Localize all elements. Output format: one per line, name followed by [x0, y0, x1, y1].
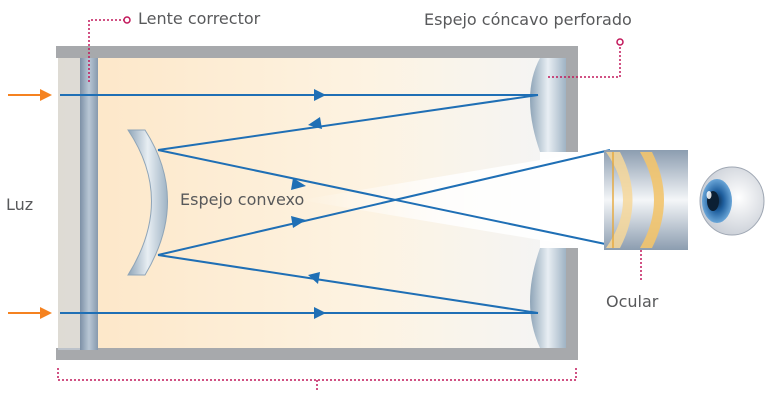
eye-icon: [699, 166, 765, 236]
tube-top-wall: [56, 46, 578, 58]
ray-arrowhead: [308, 272, 320, 284]
label-eyepiece: Ocular: [606, 292, 659, 311]
label-convex-mirror: Espejo convexo: [180, 190, 305, 209]
label-light: Luz: [6, 195, 34, 214]
incoming-arrowhead: [40, 89, 52, 101]
convex-mirror: [127, 129, 168, 276]
callout-tube-length: [57, 368, 577, 381]
label-corrector-lens: Lente corrector: [138, 9, 261, 28]
incoming-light-arrows: [8, 89, 52, 319]
incoming-arrowhead: [40, 307, 52, 319]
ray-bottom-to-eyepiece: [157, 149, 611, 256]
eyepiece-lens-2: [640, 152, 664, 248]
callout-corrector-lens: [88, 19, 124, 82]
concave-mirror-top: [530, 58, 566, 152]
callout-marker: [123, 16, 131, 24]
eyepiece-lens-1: [606, 152, 633, 248]
ray-arrowhead: [308, 117, 322, 129]
ray-top-to-eyepiece: [157, 149, 611, 246]
ray-arrowhead: [291, 216, 306, 228]
concave-mirror-bottom: [530, 248, 566, 348]
ray-top-reflect: [157, 94, 539, 151]
ray-arrowhead: [314, 89, 326, 101]
ray-arrowhead: [314, 307, 326, 319]
light-rays: [60, 94, 611, 314]
ray-bottom-reflect: [157, 254, 539, 314]
ray-arrowhead: [291, 178, 306, 190]
callout-lines: [57, 19, 642, 381]
tube-back-wall-bottom: [566, 248, 578, 360]
label-concave-mirror: Espejo cóncavo perforado: [424, 10, 632, 29]
corrector-lens-edge: [58, 58, 80, 350]
callout-concave-mirror: [548, 44, 621, 78]
callout-marker: [616, 38, 624, 46]
light-beam: [300, 150, 600, 250]
callout-markers: [123, 16, 624, 46]
tube-back-wall-top: [566, 46, 578, 152]
tube-bottom-wall: [56, 348, 578, 360]
ray-arrowheads: [291, 89, 326, 319]
beam-into-eyepiece: [540, 152, 610, 248]
corrector-lens: [80, 58, 98, 350]
